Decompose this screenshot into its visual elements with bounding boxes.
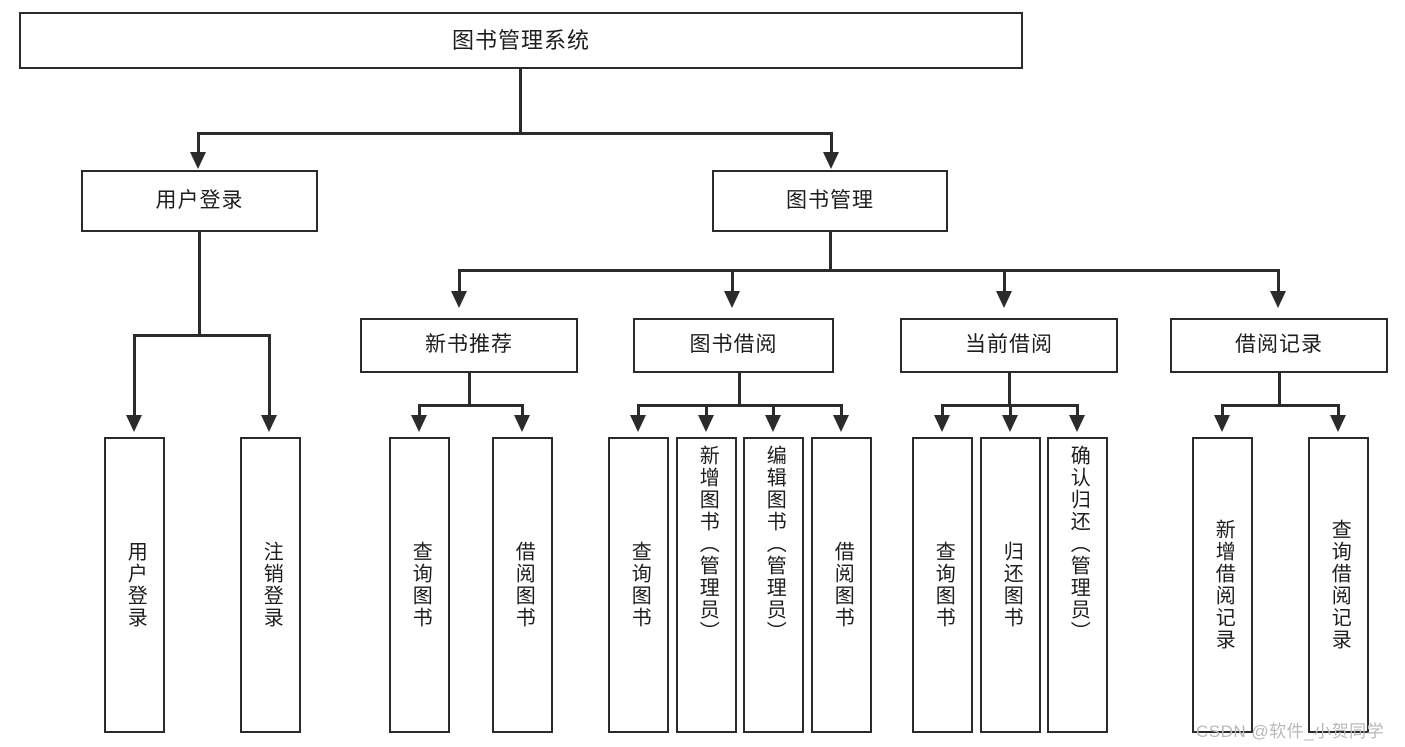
edge-new-book-child-1 [418,404,421,417]
leaf-query-book-recommend[interactable]: 查询图书 [389,437,450,733]
edge-new-book-bus [418,404,524,407]
arrowhead-current-borrow [996,291,1012,308]
arrowhead-leaf-query-book-b [630,415,646,432]
arrowhead-borrow-record [1270,291,1286,308]
node-new-book-recommend[interactable]: 新书推荐 [360,318,578,373]
leaf-logout[interactable]: 注销登录 [240,437,301,733]
leaf-return-book[interactable]: 归还图书 [980,437,1041,733]
arrowhead-leaf-edit-book [765,415,781,432]
node-label: 归还图书 [1000,541,1023,629]
arrowhead-leaf-query-record [1330,415,1346,432]
leaf-add-borrow-record[interactable]: 新增借阅记录 [1192,437,1253,733]
edge-to-book-borrow [731,269,734,293]
edge-to-current-borrow [1003,269,1006,293]
arrowhead-leaf-query-book-a [411,415,427,432]
edge-borrow-record-bus [1221,404,1340,407]
node-label: 编辑图书（管理员） [763,445,786,643]
node-user-login[interactable]: 用户登录 [81,170,318,232]
node-label: 查询借阅记录 [1328,519,1351,651]
edge-current-borrow-child-1 [941,404,944,417]
edge-borrow-record-child-1 [1221,404,1224,417]
node-label: 新增图书（管理员） [696,445,719,643]
node-label: 借阅记录 [1235,333,1323,357]
node-label: 图书管理系统 [451,27,590,53]
arrowhead-leaf-return-book [1002,415,1018,432]
leaf-query-borrow-record[interactable]: 查询借阅记录 [1308,437,1369,733]
edge-current-borrow-child-2 [1009,404,1012,417]
node-label: 借阅图书 [831,541,854,629]
node-root-system[interactable]: 图书管理系统 [19,12,1023,69]
arrowhead-new-book-recommend [451,291,467,308]
edge-current-borrow-child-3 [1076,404,1079,417]
edge-to-new-book-recommend [458,269,461,293]
edge-user-login-child-2 [268,334,271,417]
edge-book-borrow-child-2 [705,404,708,417]
node-current-borrow[interactable]: 当前借阅 [900,318,1118,373]
node-label: 新书推荐 [425,333,513,357]
node-label: 确认归还（管理员） [1067,445,1090,643]
arrowhead-book-manage [823,152,839,169]
leaf-confirm-return-admin[interactable]: 确认归还（管理员） [1047,437,1108,733]
node-borrow-record[interactable]: 借阅记录 [1170,318,1388,373]
arrowhead-leaf-borrow-book-a [514,415,530,432]
edge-new-book-stem [468,373,471,406]
edge-root-to-user-login [197,132,200,154]
arrowhead-leaf-add-book [698,415,714,432]
node-label: 查询图书 [932,541,955,629]
leaf-borrow-book-recommend[interactable]: 借阅图书 [492,437,553,733]
arrowhead-user-login [190,152,206,169]
edge-root-bus [197,132,833,135]
leaf-user-login[interactable]: 用户登录 [104,437,165,733]
arrowhead-leaf-query-book-c [934,415,950,432]
node-label: 查询图书 [409,541,432,629]
edge-book-borrow-child-1 [637,404,640,417]
leaf-query-book-borrow[interactable]: 查询图书 [608,437,669,733]
arrowhead-book-borrow [724,291,740,308]
node-label: 用户登录 [155,188,244,212]
leaf-borrow-book[interactable]: 借阅图书 [811,437,872,733]
edge-book-manage-stem [829,232,832,272]
node-book-management[interactable]: 图书管理 [712,170,948,232]
edge-book-borrow-child-3 [772,404,775,417]
leaf-add-book-admin[interactable]: 新增图书（管理员） [676,437,737,733]
edge-to-borrow-record [1277,269,1280,293]
node-book-borrow[interactable]: 图书借阅 [633,318,834,373]
edge-user-login-bus [133,334,271,337]
node-label: 当前借阅 [965,333,1053,357]
arrowhead-leaf-logout [261,415,277,432]
edge-root-stem [519,69,522,134]
arrowhead-leaf-borrow-book-b [833,415,849,432]
node-label: 图书管理 [786,188,874,212]
edge-borrow-record-stem [1278,373,1281,406]
edge-book-borrow-child-4 [840,404,843,417]
node-label: 图书借阅 [689,333,778,357]
arrowhead-leaf-user-login [126,415,142,432]
edge-user-login-stem [198,232,201,336]
node-label: 新增借阅记录 [1212,519,1235,651]
edge-root-to-book-manage [830,132,833,154]
node-label: 注销登录 [260,541,283,629]
edge-user-login-child-1 [133,334,136,417]
leaf-query-book-current[interactable]: 查询图书 [912,437,973,733]
edge-current-borrow-stem [1008,373,1011,406]
node-label: 用户登录 [124,541,147,629]
edge-book-borrow-bus [637,404,843,407]
leaf-edit-book-admin[interactable]: 编辑图书（管理员） [743,437,804,733]
edge-book-manage-bus [458,269,1280,272]
edge-book-borrow-stem [738,373,741,406]
node-label: 查询图书 [628,541,651,629]
arrowhead-leaf-add-record [1214,415,1230,432]
edge-new-book-child-2 [521,404,524,417]
edge-borrow-record-child-2 [1337,404,1340,417]
arrowhead-leaf-confirm-return [1069,415,1085,432]
node-label: 借阅图书 [512,541,535,629]
